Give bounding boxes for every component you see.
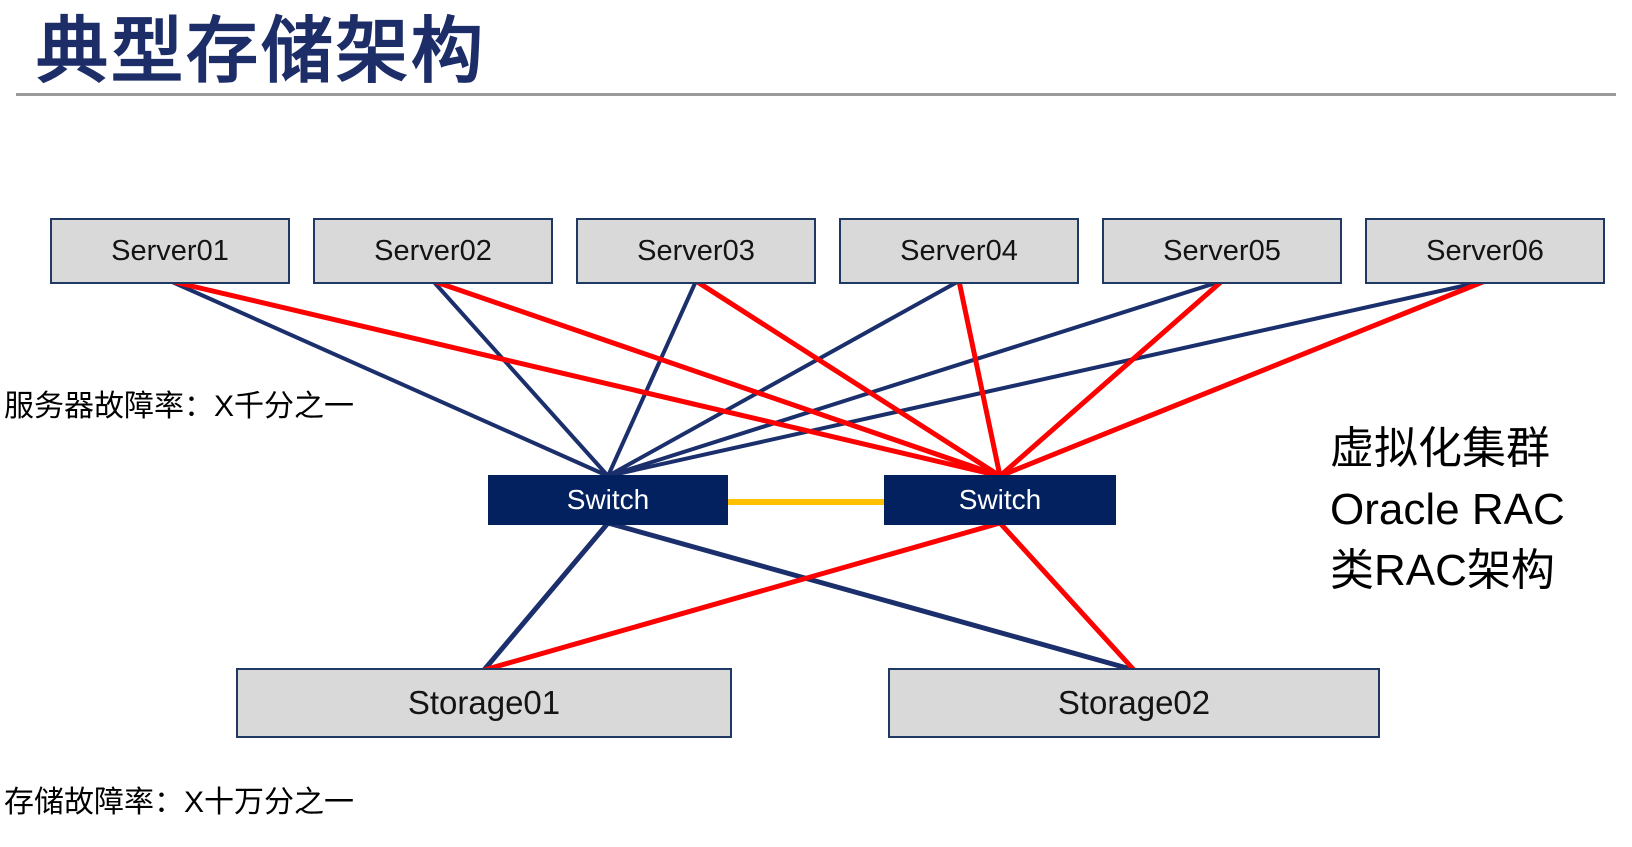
link-server03-switch-a — [606, 279, 698, 478]
server-label-05: Server05 — [1163, 234, 1281, 267]
navy-links-group — [168, 279, 1487, 673]
switch-node-b: Switch — [884, 475, 1116, 525]
link-switch-a-storage02 — [605, 520, 1137, 673]
link-server01-switch-b — [167, 278, 1003, 479]
switch-label-b: Switch — [958, 484, 1042, 515]
link-switch-b-storage02 — [997, 520, 1137, 673]
link-server01-switch-a — [168, 279, 610, 478]
storage-label-01: Storage01 — [407, 684, 561, 721]
server-node-03: Server03 — [576, 218, 816, 284]
storage-failure-rate-label: 存储故障率：X十万分之一 — [4, 786, 355, 819]
server-failure-rate-label: 服务器故障率：X千分之一 — [4, 390, 355, 423]
server-label-01: Server01 — [111, 234, 229, 267]
link-switch-a-storage01 — [481, 520, 611, 673]
red-links-group — [167, 278, 1488, 673]
server-node-05: Server05 — [1102, 218, 1342, 284]
title-divider-line — [16, 93, 1616, 96]
server-node-02: Server02 — [313, 218, 553, 284]
link-server06-switch-b — [997, 278, 1488, 479]
server-node-06: Server06 — [1365, 218, 1605, 284]
cluster-annotation-line3: 类RAC架构 — [1330, 546, 1555, 595]
link-server04-switch-a — [606, 279, 961, 478]
server-label-03: Server03 — [637, 234, 755, 267]
link-server02-switch-b — [430, 278, 1003, 479]
server-node-04: Server04 — [839, 218, 1079, 284]
link-server06-switch-a — [606, 279, 1487, 478]
server-label-04: Server04 — [900, 234, 1018, 267]
cluster-annotation-line1: 虚拟化集群 — [1330, 424, 1550, 473]
cluster-annotation-line2: Oracle RAC — [1330, 485, 1565, 534]
cluster-annotation: 虚拟化集群 Oracle RAC 类RAC架构 — [1330, 418, 1565, 601]
server-label-02: Server02 — [374, 234, 492, 267]
switch-node-a: Switch — [488, 475, 728, 525]
link-server05-switch-a — [606, 279, 1224, 478]
link-server04-switch-b — [956, 278, 1003, 479]
link-server05-switch-b — [997, 278, 1225, 479]
storage-node-02: Storage02 — [888, 668, 1380, 738]
link-switch-b-storage01 — [481, 520, 1003, 673]
page-title: 典型存储架构 — [36, 12, 487, 92]
link-server03-switch-b — [693, 278, 1003, 479]
link-server02-switch-a — [431, 279, 610, 478]
server-label-06: Server06 — [1426, 234, 1544, 267]
storage-node-01: Storage01 — [236, 668, 732, 738]
server-node-01: Server01 — [50, 218, 290, 284]
storage-label-02: Storage02 — [1057, 684, 1211, 721]
switch-label-a: Switch — [566, 484, 650, 515]
